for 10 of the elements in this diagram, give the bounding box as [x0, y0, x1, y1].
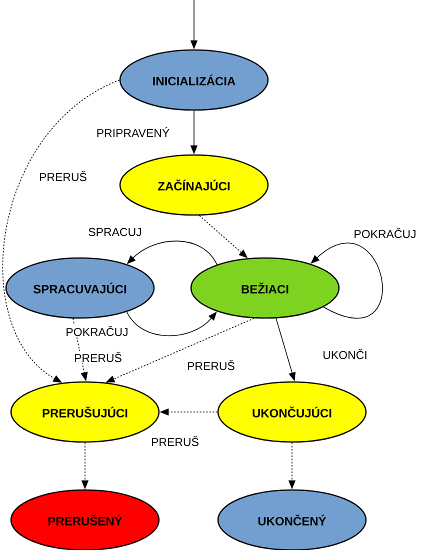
edge-label: POKRAČUJ [64, 324, 130, 338]
edge-label: PRERUŠ [73, 350, 123, 364]
edge-label: PRERUŠ [38, 170, 88, 182]
edge-label: PRERUŠ [186, 358, 236, 372]
arrow [126, 311, 217, 336]
edge-label: SPRACUJ [87, 226, 143, 238]
edge-label: PRIPRAVENÝ [95, 126, 171, 138]
edge-label: POKRAČUJ [352, 226, 418, 240]
edge-label: UKONČI [322, 348, 368, 360]
arrow [2, 80, 120, 383]
